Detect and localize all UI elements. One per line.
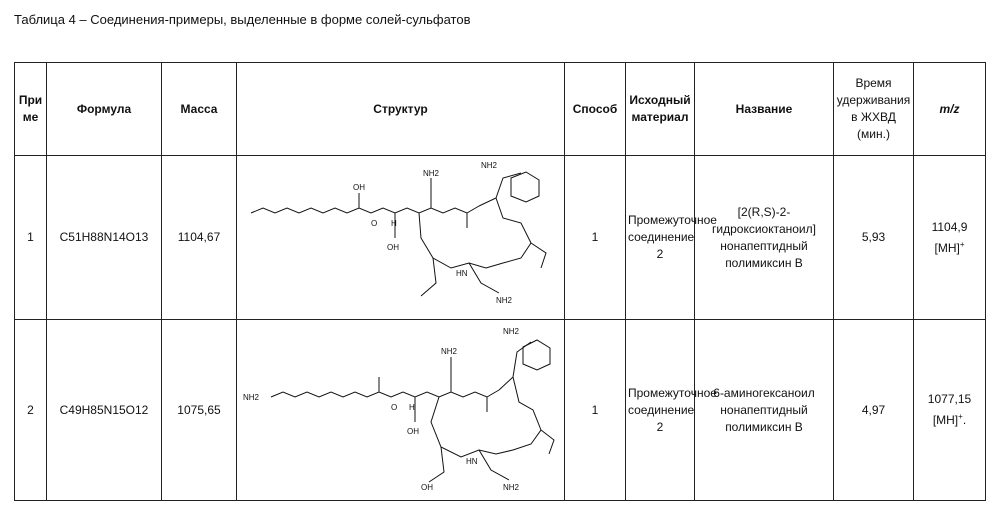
label-o: O — [391, 403, 397, 412]
header-mz: m/z — [913, 62, 986, 156]
header-row: При ме Формула Масса Структур Способ Исх… — [14, 62, 986, 156]
label-h: H — [391, 219, 397, 228]
mass: 1075,65 — [161, 319, 237, 501]
starting-material: Промежуточное соединение 2 — [625, 319, 717, 501]
mass: 1104,67 — [161, 155, 237, 320]
structure: NH2 OH NH2 NH2 NH2 OH HN H O — [236, 319, 565, 501]
mz-value: 1077,15 [MH]+. — [913, 319, 986, 501]
method: 1 — [564, 155, 626, 320]
table-row: 2 C49H85N15O12 1075,65 NH2 OH NH2 NH2 NH… — [14, 319, 986, 501]
label-oh: OH — [407, 427, 419, 436]
compound-name: 6-аминогексаноил нонапептидный полимикси… — [694, 319, 834, 501]
table-caption: Таблица 4 – Соединения-примеры, выделенн… — [14, 12, 471, 27]
mz-tail: . — [962, 413, 967, 427]
label-nh2: NH2 — [423, 169, 440, 178]
label-nh2-3: NH2 — [496, 296, 513, 305]
table-row: 1 C51H88N14O13 1104,67 OH OH NH2 NH2 NH2… — [14, 155, 986, 320]
example-number: 1 — [14, 155, 47, 320]
mz-charge: + — [959, 239, 965, 249]
label-oh: OH — [353, 183, 365, 192]
label-o: O — [371, 219, 377, 228]
method: 1 — [564, 319, 626, 501]
formula: C49H85N15O12 — [46, 319, 162, 501]
header-method: Способ — [564, 62, 626, 156]
header-formula: Формула — [46, 62, 162, 156]
compound-name: [2(R,S)-2-гидроксиоктаноил] нонапептидны… — [694, 155, 834, 320]
formula: C51H88N14O13 — [46, 155, 162, 320]
header-example: При ме — [14, 62, 47, 156]
chemical-structure-image: NH2 OH NH2 NH2 NH2 OH HN H O — [243, 327, 555, 492]
label-nh2: NH2 — [243, 393, 260, 402]
label-hn: HN — [466, 457, 478, 466]
header-name: Название — [694, 62, 834, 156]
retention-time: 4,97 — [833, 319, 914, 501]
compounds-table: При ме Формула Масса Структур Способ Исх… — [14, 62, 986, 501]
mz-number: 1077,15 — [927, 392, 972, 406]
starting-material: Промежуточное соединение 2 — [625, 155, 717, 320]
example-number: 2 — [14, 319, 47, 501]
retention-time: 5,93 — [833, 155, 914, 320]
label-nh2-4: NH2 — [503, 483, 520, 492]
mz-charge: + — [958, 412, 963, 421]
label-oh-2: OH — [421, 483, 433, 492]
header-structure: Структур — [236, 62, 565, 156]
label-nh2-2: NH2 — [441, 347, 458, 356]
label-nh2-2: NH2 — [481, 161, 498, 170]
header-mass: Масса — [161, 62, 237, 156]
label-nh2-3: NH2 — [503, 327, 520, 336]
mz-value: 1104,9 [MH]+ — [913, 155, 986, 320]
mz-ion: [MH] — [932, 413, 959, 427]
label-oh-2: OH — [387, 243, 399, 252]
header-retention-time: Время удерживания в ЖХВД (мин.) — [833, 62, 914, 156]
label-h: H — [409, 403, 415, 412]
label-hn: HN — [456, 269, 468, 278]
mz-ion: [MH] — [934, 240, 960, 255]
header-starting-material: Исходный материал — [625, 62, 695, 156]
mz-number: 1104,9 — [931, 219, 968, 234]
structure: OH OH NH2 NH2 NH2 HN H O — [236, 155, 565, 320]
chemical-structure-image: OH OH NH2 NH2 NH2 HN H O — [250, 161, 547, 305]
